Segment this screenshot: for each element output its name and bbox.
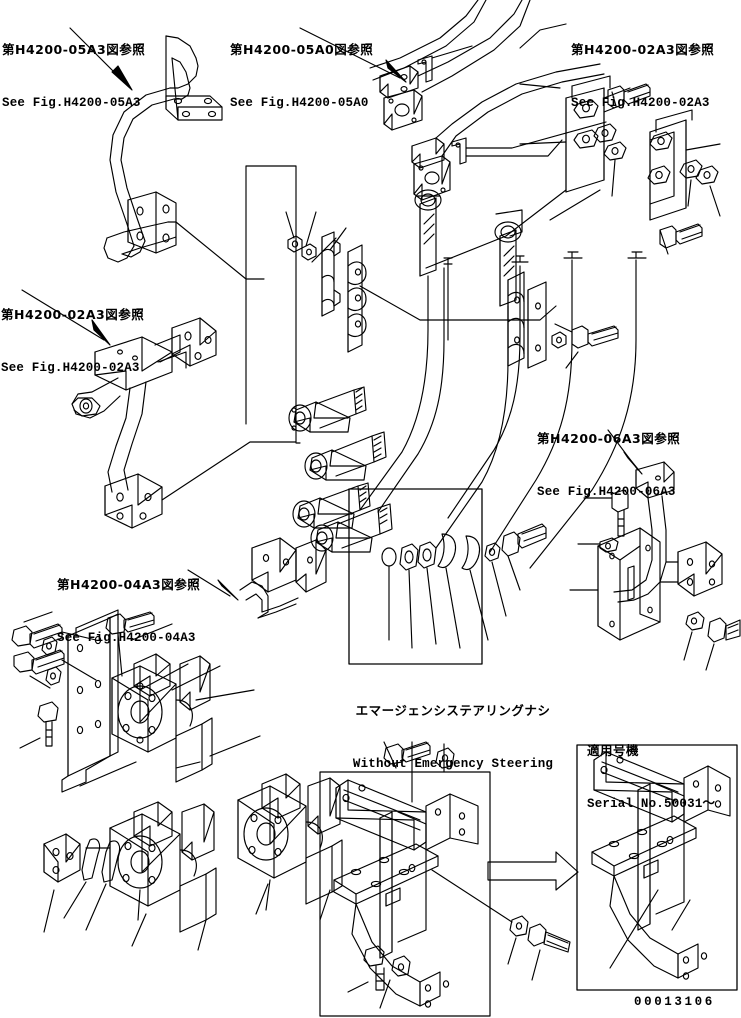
reference-label-06a3-en: See Fig.H4200-06A3 bbox=[537, 485, 676, 500]
note-serial: 適用号機 Serial No.50031〜 bbox=[587, 704, 715, 832]
note-without-emergency-steering: エマージェンシステアリングナシ Without Emergency Steeri… bbox=[333, 664, 573, 792]
note-without-emergency-steering-jp: エマージェンシステアリングナシ bbox=[355, 703, 551, 719]
reference-label-05a3: 第H4200-05A3図参照 See Fig.H4200-05A3 bbox=[2, 3, 145, 131]
reference-label-02a3-left: 第H4200-02A3図参照 See Fig.H4200-02A3 bbox=[1, 268, 144, 396]
tube-upper-left bbox=[69, 27, 223, 263]
reference-label-02a3-top: 第H4200-02A3図参照 See Fig.H4200-02A3 bbox=[571, 3, 714, 131]
tube-runs-upper-center bbox=[299, 0, 607, 201]
note-serial-en: Serial No.50031〜 bbox=[587, 797, 716, 812]
note-without-emergency-steering-en: Without Emergency Steering bbox=[352, 757, 554, 772]
box-without-emergency-steering bbox=[348, 488, 483, 665]
small-parts-row bbox=[381, 523, 547, 649]
reference-label-02a3-left-jp: 第H4200-02A3図参照 bbox=[1, 307, 145, 323]
reference-label-02a3-top-en: See Fig.H4200-02A3 bbox=[571, 96, 710, 111]
flanged-hose-ends bbox=[288, 386, 393, 553]
reference-label-02a3-left-en: See Fig.H4200-02A3 bbox=[1, 361, 140, 376]
hose-assemblies-center bbox=[359, 189, 647, 569]
reference-label-04a3-jp: 第H4200-04A3図参照 bbox=[57, 577, 201, 593]
reference-label-06a3: 第H4200-06A3図参照 See Fig.H4200-06A3 bbox=[537, 392, 680, 520]
bracket-assembly-lower-center bbox=[319, 741, 579, 1017]
bracket-plates-upper-right bbox=[425, 23, 721, 269]
reference-label-06a3-jp: 第H4200-06A3図参照 bbox=[537, 431, 681, 447]
reference-label-05a0: 第H4200-05A0図参照 See Fig.H4200-05A0 bbox=[230, 3, 373, 131]
reference-label-05a3-jp: 第H4200-05A3図参照 bbox=[2, 42, 146, 58]
reference-label-05a0-jp: 第H4200-05A0図参照 bbox=[230, 42, 374, 58]
tube-elbow-left bbox=[21, 289, 297, 529]
clamp-stack-center bbox=[285, 211, 557, 353]
reference-label-05a3-en: See Fig.H4200-05A3 bbox=[2, 96, 141, 111]
bracket-assembly-inset bbox=[576, 744, 738, 991]
reference-label-04a3-en: See Fig.H4200-04A3 bbox=[57, 631, 196, 646]
tube-bracket-right bbox=[569, 429, 741, 671]
reference-label-04a3: 第H4200-04A3図参照 See Fig.H4200-04A3 bbox=[57, 538, 200, 666]
reference-label-02a3-top-jp: 第H4200-02A3図参照 bbox=[571, 42, 715, 58]
note-serial-jp: 適用号機 bbox=[587, 743, 640, 759]
reference-label-05a0-en: See Fig.H4200-05A0 bbox=[230, 96, 369, 111]
valve-blocks-lower-left bbox=[11, 537, 343, 951]
drawing-part-number: 00013106 bbox=[634, 995, 715, 1009]
